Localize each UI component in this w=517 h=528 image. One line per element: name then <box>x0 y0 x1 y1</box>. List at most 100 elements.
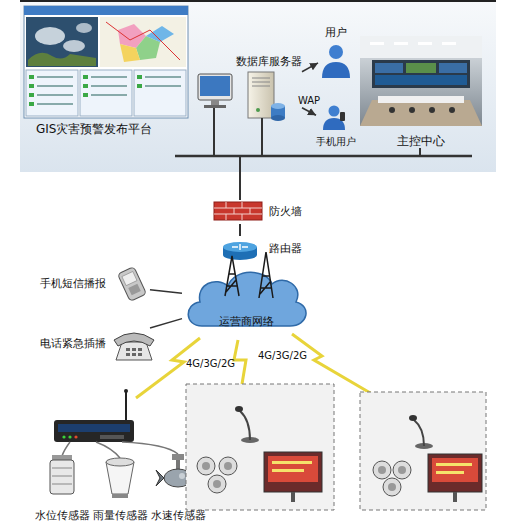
monitor-icon-part <box>213 108 215 136</box>
monitor-icon-part <box>198 74 232 100</box>
connector <box>214 136 240 200</box>
rtu-device-part <box>62 435 65 438</box>
telephone-icon-part <box>138 348 142 351</box>
node-label: 水位传感器 <box>35 509 90 522</box>
broadcast-station-part <box>213 480 221 488</box>
rtu-device-part <box>54 420 134 442</box>
water-level-sensor-part <box>50 460 74 494</box>
sensor-wires-part <box>96 442 120 458</box>
broadcast-station-part <box>428 454 482 492</box>
gis-screenshot-part <box>26 70 78 116</box>
edge-label: WAP <box>298 95 320 107</box>
firewall-icon-part <box>214 214 262 215</box>
gis-screenshot-part <box>80 70 132 116</box>
gis-screenshot-part <box>37 85 73 87</box>
gis-screenshot-part <box>76 23 92 33</box>
mobile-phone-icon-part <box>122 271 137 285</box>
monitor-icon-part <box>211 100 219 105</box>
firewall-icon-part <box>226 202 227 208</box>
user-icon <box>322 45 350 78</box>
control-center-photo <box>360 36 482 126</box>
broadcast-station-part <box>373 461 391 479</box>
sms-node: 手机短信播报 <box>40 266 150 302</box>
control-center-photo-part <box>442 42 456 45</box>
broadcast-station-part <box>432 458 478 482</box>
server-icon-part <box>261 118 263 125</box>
rtu-device-part <box>74 435 77 438</box>
mobile-phone-icon-part <box>128 284 140 295</box>
connector <box>302 63 318 72</box>
firewall-icon-part <box>242 214 243 220</box>
node-label: 数据库服务器 <box>236 55 302 68</box>
firewall-node: 防火墙 <box>212 200 302 224</box>
gis-screenshot-part <box>24 6 188 15</box>
server-icon-part <box>271 115 285 121</box>
broadcast-station <box>186 384 334 510</box>
gis-screenshot-part <box>35 27 65 45</box>
network-bus <box>175 156 472 157</box>
control-center-photo-part <box>409 107 415 113</box>
gis-screenshot-part <box>145 76 181 78</box>
gis-screenshot-part <box>106 22 180 60</box>
server-icon-part <box>252 82 270 83</box>
control-center-photo-part <box>370 42 384 45</box>
broadcast-station-part <box>240 411 250 440</box>
water-level-sensor-part <box>52 484 72 485</box>
firewall-icon-part <box>214 202 262 220</box>
connector <box>150 290 182 293</box>
control-center-photo-part <box>360 36 482 58</box>
rtu-device-part <box>125 392 127 420</box>
broadcast-station-part <box>398 466 406 474</box>
node-label: 手机用户 <box>316 136 356 148</box>
mobile-user-icon <box>323 106 345 131</box>
telephone-icon-part <box>132 353 136 356</box>
control-center-photo-part <box>360 100 482 126</box>
node-label: 雨量传感器 <box>93 509 148 522</box>
water-level-sensor-part <box>52 455 72 460</box>
control-center-photo-part <box>406 63 436 73</box>
gis-screenshot-part <box>29 84 34 88</box>
firewall-icon-part <box>226 214 227 220</box>
top-panel <box>20 0 496 172</box>
mobile-user-icon-part <box>340 112 345 121</box>
server-icon-part <box>252 78 270 79</box>
broadcast-station-part <box>272 461 312 464</box>
mobile-phone-icon <box>118 267 147 302</box>
broadcast-station-part <box>453 492 457 502</box>
gis-screenshot-part <box>120 44 140 62</box>
monitor-icon-part <box>204 105 226 108</box>
network-bus-part <box>175 155 472 158</box>
node-label: 运营商网络 <box>219 315 274 328</box>
network-label: 4G/3G/2G <box>186 358 235 370</box>
mobile-user-node: 手机用户 <box>316 104 356 148</box>
sensor-wires <box>62 442 178 458</box>
gis-screenshot-part <box>137 75 142 79</box>
connector <box>150 319 182 328</box>
gis-screenshot-part <box>83 84 88 88</box>
rtu-device-part <box>100 435 124 439</box>
user-icon-part <box>329 45 343 59</box>
gis-screenshot-part <box>28 53 96 66</box>
mobile-phone-icon-part <box>118 267 147 302</box>
broadcast-station-part <box>197 457 215 475</box>
gis-screenshot-part <box>37 94 73 96</box>
sensor-node: 水速传感器 <box>149 452 207 522</box>
gis-screenshot-part <box>91 85 127 87</box>
control-center-photo-part <box>372 60 470 88</box>
broadcast-station-part <box>272 469 304 472</box>
gis-screenshot-part <box>137 84 142 88</box>
broadcast-station-part <box>414 420 424 446</box>
network-cloud: 运营商网络 <box>182 262 310 338</box>
rtu-device <box>54 389 134 442</box>
gis-screenshot-part <box>145 85 181 87</box>
node-label: 路由器 <box>269 242 302 255</box>
mobile-user-icon-part <box>329 106 340 117</box>
broadcast-station-part <box>268 456 318 482</box>
broadcast-station-part <box>388 483 396 491</box>
antenna-tower <box>225 256 239 296</box>
broadcast-station-part <box>224 462 232 470</box>
gis-screenshot-part <box>29 93 34 97</box>
telephone-icon-part <box>116 342 152 360</box>
gis-screenshot-part <box>100 17 186 67</box>
